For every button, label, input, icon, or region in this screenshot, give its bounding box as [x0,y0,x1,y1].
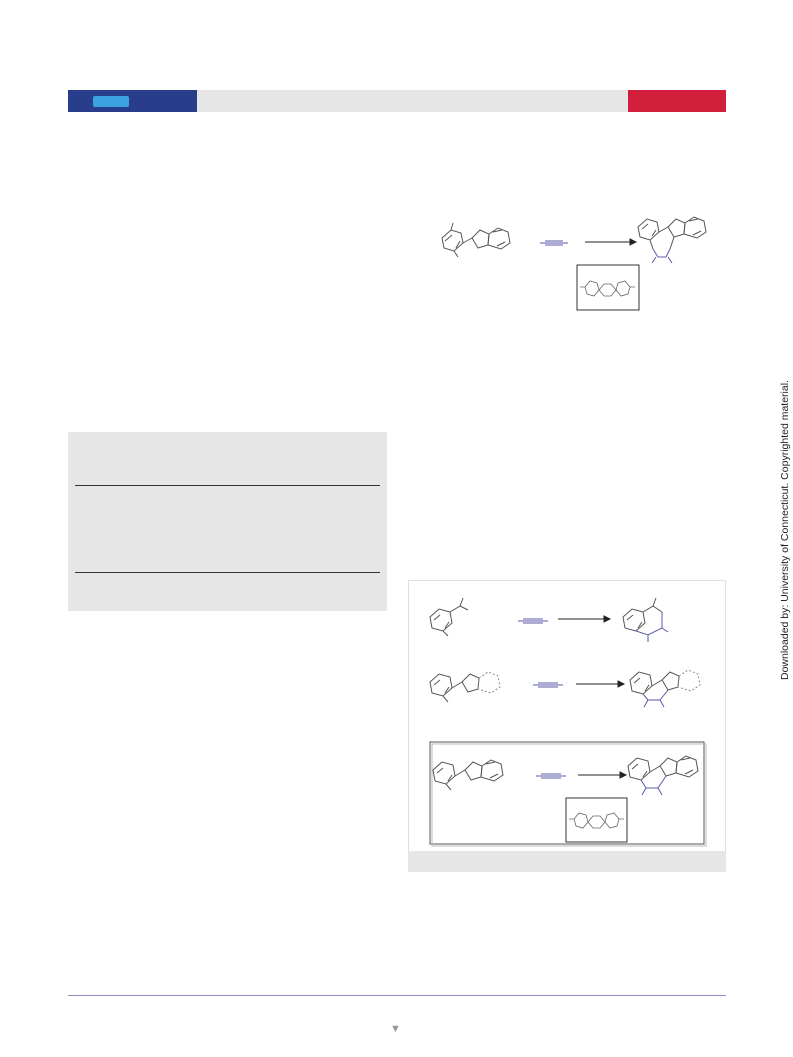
ligand-box-2 [565,797,628,843]
scheme-2-reactions [429,597,707,847]
download-notice: Downloaded by: University of Connecticut… [779,380,791,680]
table-panel [68,432,387,611]
product-1-new-ring [651,248,673,264]
scheme-1-reaction [441,216,707,311]
row3-product [627,755,699,781]
row1-substrate [429,597,469,637]
reaction-arrow-1 [585,238,638,246]
row3-product-new-ring [640,775,667,796]
row1-product-new-ring [635,612,669,642]
header-bar [68,90,726,112]
row2-arrow [576,680,626,688]
row2-substrate [429,673,480,703]
table-rule-bottom [75,572,380,573]
row3-arrow [578,771,628,779]
footer-rule [68,995,726,996]
journal-badge [93,96,129,107]
row1-arrow [558,615,612,623]
row1-product [622,597,663,632]
row3-substrate [432,759,504,791]
row2-product [629,671,680,695]
alkyne-reagent [540,240,568,246]
row1-alkyne [518,618,548,624]
row2-product-new-ring [642,689,669,708]
row2-alkyne [533,682,563,688]
section-tag-block [628,90,726,112]
row2-substrate-dashed-ring [477,671,501,694]
ligand-box-1 [576,264,640,311]
journal-brand-block [68,90,197,112]
table-rule-top [75,485,380,486]
row3-alkyne [536,773,566,779]
starting-ring-benzo [487,227,511,250]
scheme-2-caption-bar [408,851,726,872]
row2-product-dashed-ring [677,669,701,692]
product-1 [637,216,707,250]
triangle-down-icon[interactable]: ▼ [390,1023,401,1035]
starting-ring-azole [471,229,490,249]
